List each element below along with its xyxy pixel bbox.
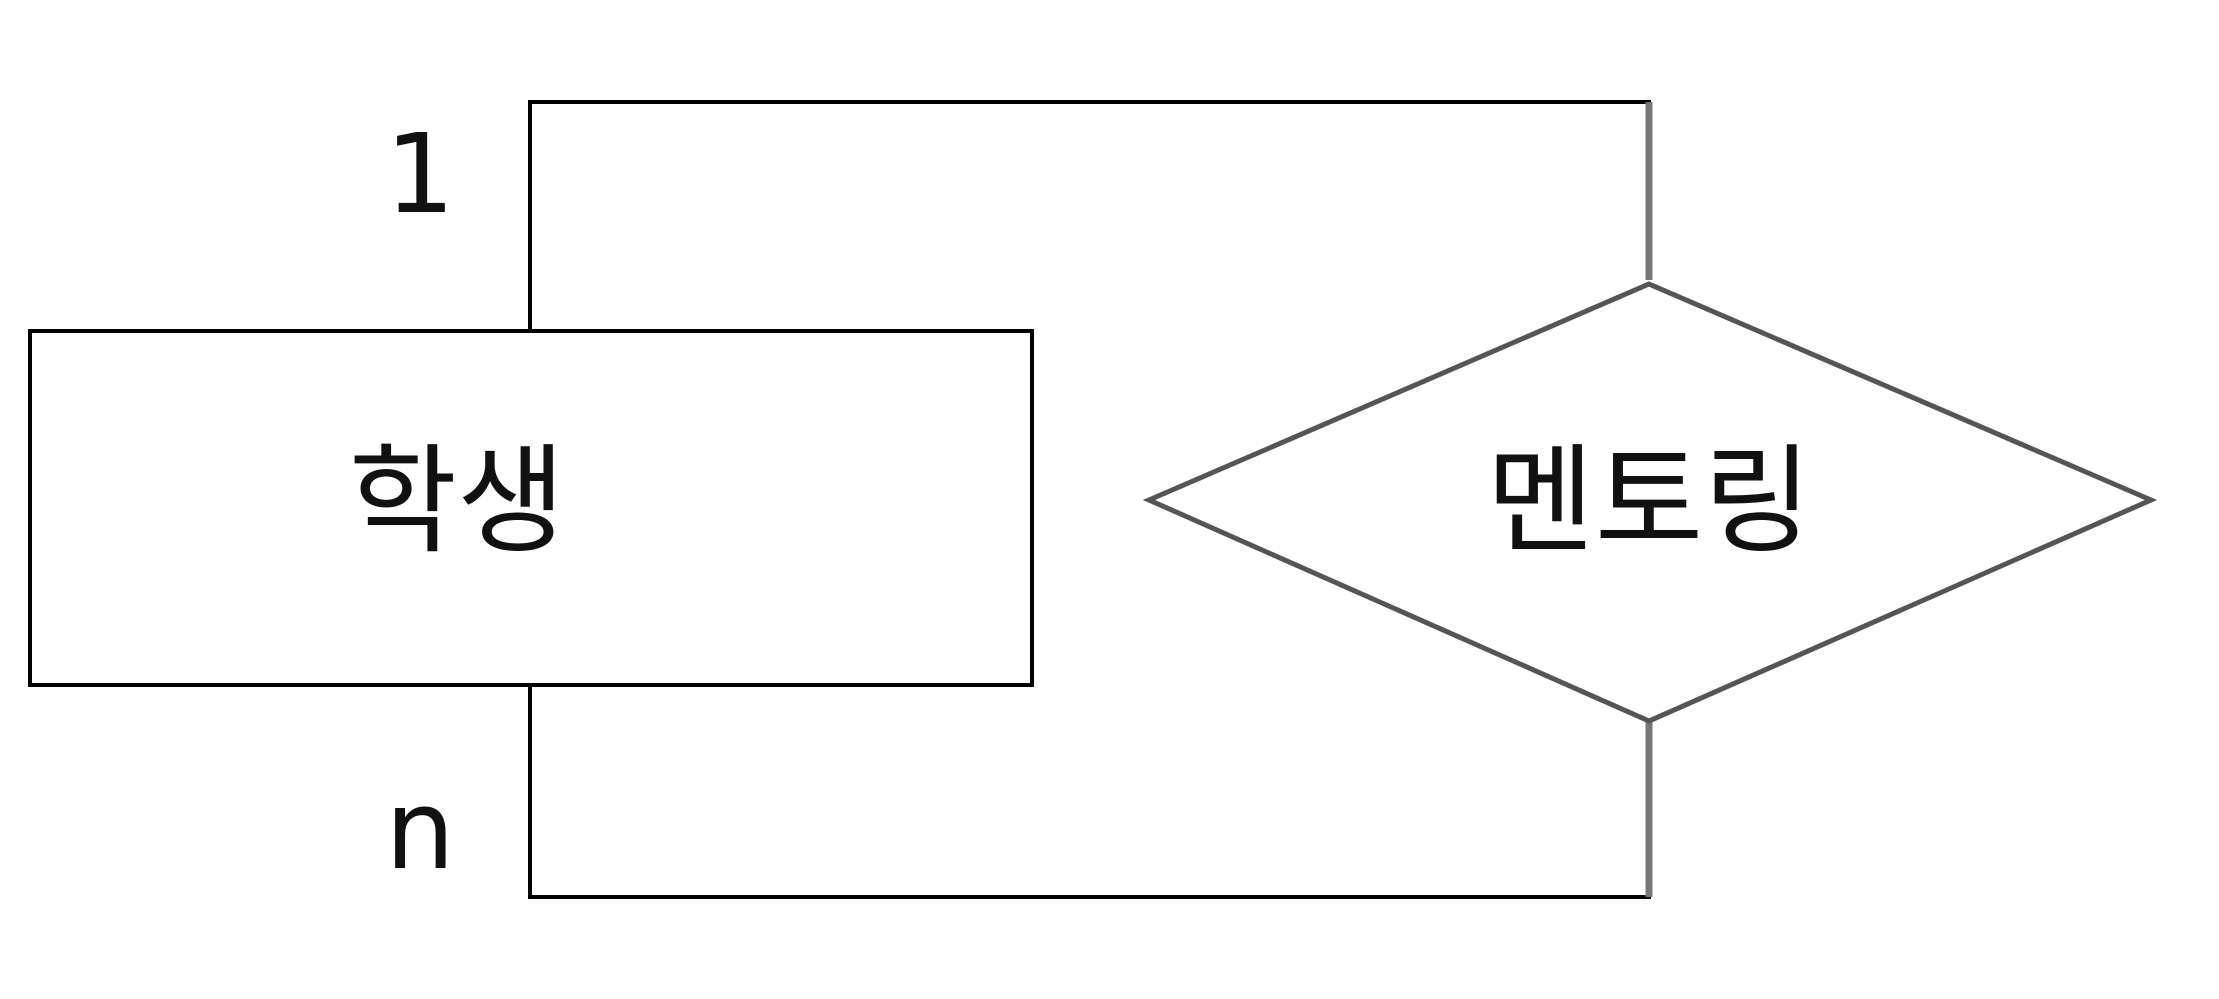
cardinality-top: 1 — [385, 110, 455, 238]
cardinality-bottom: n — [385, 766, 455, 894]
entity-box — [28, 329, 1034, 687]
connector-top-line — [528, 100, 1651, 338]
entity-label: 학생 — [348, 432, 565, 570]
relationship-diamond — [1142, 281, 2158, 724]
relationship-label: 멘토링 — [1486, 432, 1812, 570]
connector-bottom-line — [528, 685, 1651, 899]
